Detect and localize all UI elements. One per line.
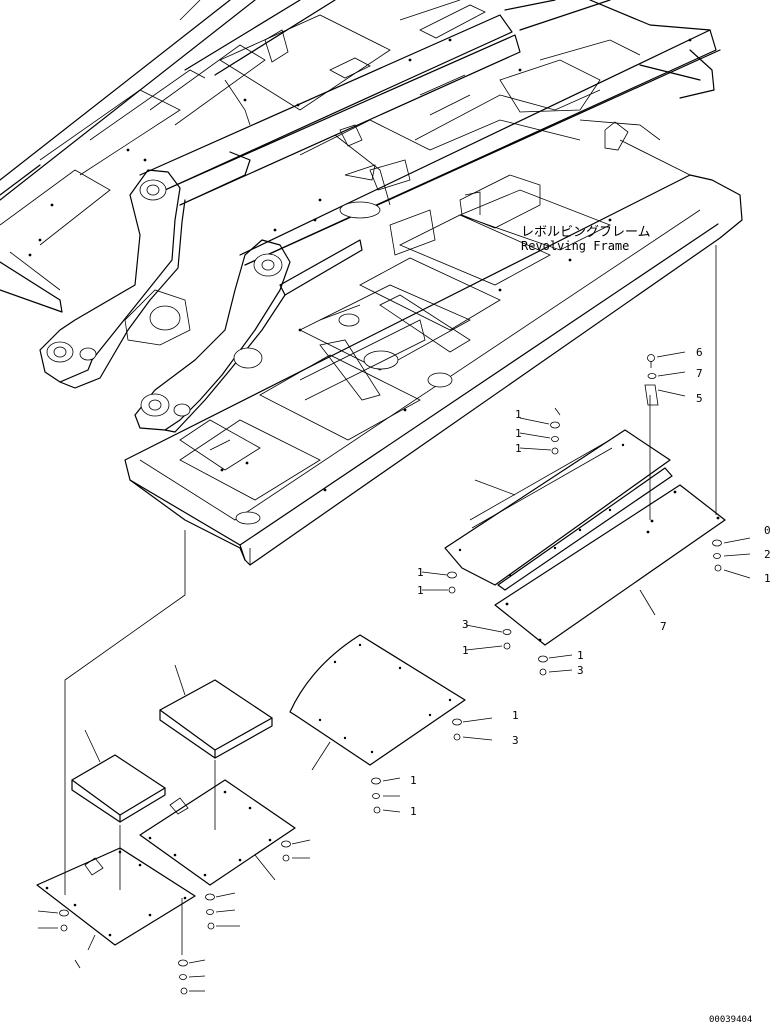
frame-label-en: Revolving Frame [521, 239, 629, 253]
callout-1-d: 1 [764, 572, 771, 585]
middle-cover-assembly [289, 634, 493, 814]
fastener-group-middle [371, 718, 462, 814]
callout-2: 2 [764, 548, 771, 561]
callout-1-c: 1 [515, 442, 522, 455]
rubber-pad-upper [159, 679, 273, 751]
frame-label-jp: レボルビングフレーム [521, 225, 651, 240]
callout-7-b: 7 [660, 620, 667, 633]
rubber-pad-lower [71, 754, 166, 816]
callout-3-c: 3 [512, 734, 519, 747]
callout-1-g: 1 [462, 644, 469, 657]
cover-plate-b [36, 847, 196, 946]
callout-6: 6 [696, 346, 703, 359]
drawing-number: 00039404 [709, 1015, 752, 1025]
callout-1-e: 1 [417, 566, 424, 579]
callout-1-h: 1 [577, 649, 584, 662]
fastener-group-lower [59, 840, 291, 995]
cover-plate-a [139, 779, 296, 886]
callout-1-f: 1 [417, 584, 424, 597]
callout-3-a: 3 [462, 618, 469, 631]
callout-1-j: 1 [410, 774, 417, 787]
cover-plate-upper [444, 429, 671, 586]
callout-3-b: 3 [577, 664, 584, 677]
cover-plate-lower [494, 484, 726, 646]
frame-label: レボルビングフレーム Revolving Frame [521, 225, 651, 253]
callout-7: 7 [696, 367, 703, 380]
cover-plate-middle [289, 634, 466, 766]
callout-numbers: 6 7 5 1 1 1 0 2 1 1 1 7 3 1 1 3 1 3 1 1 [410, 346, 771, 818]
callout-5: 5 [696, 392, 703, 405]
lower-cover-assembly [36, 530, 311, 995]
right-cover-assembly [421, 245, 751, 676]
revolving-frame [0, 0, 743, 566]
callout-1-b: 1 [515, 427, 522, 440]
callout-0: 0 [764, 524, 771, 537]
callout-1-a: 1 [515, 408, 522, 421]
fastener-group-right [447, 354, 722, 676]
callout-1-k: 1 [410, 805, 417, 818]
callout-1-i: 1 [512, 709, 519, 722]
